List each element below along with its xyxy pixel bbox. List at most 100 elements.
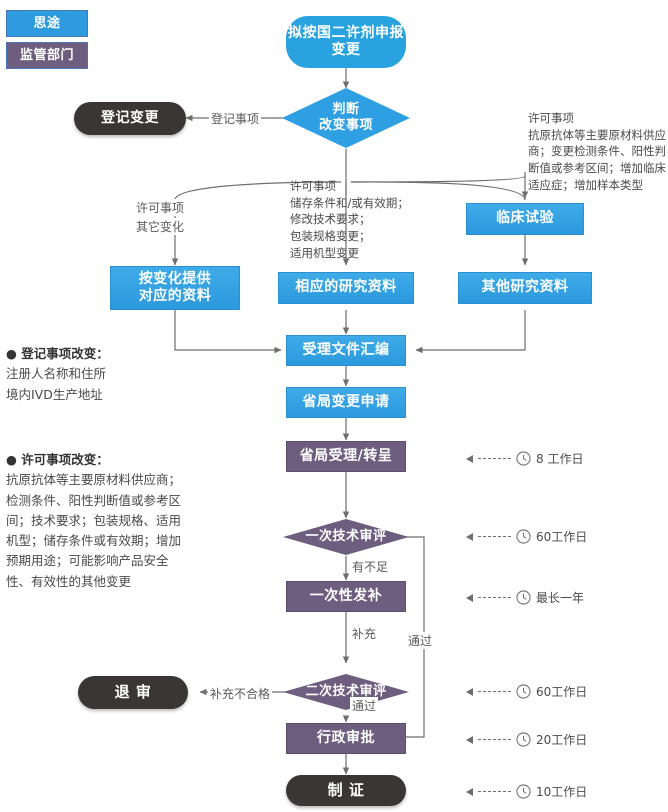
node-provincial-accept[interactable]: 省局受理/转呈 [286, 441, 406, 472]
node-second-review[interactable]: 二次技术审评 [282, 673, 410, 711]
bullet-license-line-0: 抗原抗体等主要原材料供应商； [6, 472, 182, 488]
timing-one-time-supplement: 最长一年 [466, 589, 584, 606]
note-center-license: 许可事项 储存条件和/或有效期； 修改技术要求； 包装规格变更； 适用机型变更 [290, 178, 409, 261]
bullet-license-line-4: 预期用途；可能影响产品安全 [6, 553, 169, 569]
node-issue-certificate-label: 制 证 [327, 781, 365, 800]
node-reject-label: 退 审 [114, 683, 152, 702]
timing-admin-approval: 20工作日 [466, 731, 587, 748]
node-provincial-application[interactable]: 省局变更申请 [286, 387, 406, 418]
edge-label-supplement: 补充 [350, 625, 379, 642]
edge-text: 补充不合格 [210, 687, 271, 701]
clock-icon [516, 590, 531, 605]
note-center-line-2: 包装规格变更； [290, 229, 371, 244]
arrow-left-icon [466, 735, 473, 744]
bullet-license-line-5: 性、有效性的其他变更 [6, 573, 132, 589]
note-center-line-0: 储存条件和/或有效期； [290, 195, 409, 210]
bullet-registration-line-1: 境内IVD生产地址 [6, 386, 103, 402]
node-start-label: 拟按国二许剂申报变更 [288, 24, 404, 58]
clock-icon [516, 451, 531, 466]
timing-provincial-accept: 8 工作日 [466, 450, 583, 467]
node-registration-change[interactable]: 登记变更 [74, 102, 186, 135]
legend-label-regulator: 监管部门 [19, 47, 74, 63]
note-right-line-0: 抗原抗体等主要原材料供应 [528, 127, 666, 142]
timing-label: 60工作日 [536, 685, 588, 699]
legend-item-regulator: 监管部门 [6, 42, 88, 69]
arrow-left-icon [466, 454, 473, 463]
arrow-left-icon [466, 532, 473, 541]
node-start[interactable]: 拟按国二许剂申报变更 [286, 16, 406, 68]
edge-text: 补充 [352, 627, 377, 641]
note-center-line-1: 修改技术要求； [290, 212, 371, 227]
note-right-line-3: 适应症；增加样本类型 [528, 177, 643, 192]
dashed-line [478, 596, 511, 599]
node-other-research-label: 其他研究资料 [481, 279, 569, 296]
bullet-registration-line-0: 注册人名称和住所 [6, 366, 107, 382]
legend-item-company: 思途 [6, 10, 88, 37]
bullet-head-license: ● 许可事项改变： [6, 452, 109, 467]
node-reject[interactable]: 退 审 [78, 676, 188, 709]
edge-label-registration-item: 登记事项 [209, 110, 262, 127]
bullet-license-line-2: 间；技术要求；包装规格、适用 [6, 512, 182, 528]
node-one-time-supplement-label: 一次性发补 [309, 587, 383, 604]
edge-label-pass-second: 通过 [350, 697, 379, 714]
clock-icon [516, 784, 531, 799]
clock-icon [516, 529, 531, 544]
edge-label-supplement-fail: 补充不合格 [208, 685, 273, 702]
bullet-license-line-3: 机型；储存条件或有效期；增加 [6, 533, 182, 548]
edge-label-license-left: 许可事项 [134, 199, 187, 216]
note-right-license: 许可事项 抗原抗体等主要原材料供应 商；变更检测条件、阳性判 断值或参考区间；增… [528, 110, 666, 193]
note-right-line-1: 商；变更检测条件、阳性判 [528, 144, 666, 159]
diamond-shape [282, 88, 410, 148]
timing-label: 8 工作日 [536, 452, 584, 466]
timing-issue-certificate: 10工作日 [466, 783, 587, 800]
node-doc-compilation-label: 受理文件汇编 [302, 341, 390, 358]
dashed-line [478, 690, 511, 693]
node-provincial-application-label: 省局变更申请 [302, 393, 390, 410]
node-provide-materials[interactable]: 按变化提供 对应的资料 [110, 266, 240, 310]
note-right-title: 许可事项 [528, 111, 574, 125]
arrow-left-icon [466, 787, 473, 796]
bullet-head-registration: ● 登记事项改变： [6, 346, 109, 361]
edge-text: 许可事项 [136, 201, 185, 215]
node-decision-change-label: 判断 改变事项 [318, 102, 373, 133]
dashed-line [478, 790, 511, 793]
edge-label-pass-first: 通过 [406, 632, 435, 649]
arrow-left-icon [466, 593, 473, 602]
bullet-registration-changes: ● 登记事项改变： 注册人名称和住所 境内IVD生产地址 [6, 344, 238, 405]
node-other-research[interactable]: 其他研究资料 [458, 272, 592, 304]
note-center-title: 许可事项 [290, 179, 336, 193]
clock-icon [516, 684, 531, 699]
node-one-time-supplement[interactable]: 一次性发补 [286, 581, 406, 612]
node-first-review-label: 一次技术审评 [305, 529, 387, 545]
edge-text: 其它变化 [136, 220, 185, 234]
edge-label-other-change: 其它变化 [134, 218, 187, 235]
arrow-left-icon [466, 687, 473, 696]
edge-text: 登记事项 [211, 112, 260, 126]
timing-second-review: 60工作日 [466, 683, 587, 700]
node-second-review-label: 二次技术审评 [305, 684, 387, 700]
node-provincial-accept-label: 省局受理/转呈 [299, 447, 393, 464]
note-center-line-3: 适用机型变更 [290, 245, 359, 260]
node-decision-change[interactable]: 判断 改变事项 [281, 87, 411, 149]
legend-label-company: 思途 [33, 15, 61, 31]
node-first-review[interactable]: 一次技术审评 [282, 518, 410, 556]
node-provide-materials-label: 按变化提供 对应的资料 [138, 270, 212, 304]
node-corresponding-research[interactable]: 相应的研究资料 [278, 272, 414, 304]
node-admin-approval-label: 行政审批 [317, 729, 375, 746]
timing-first-review: 60工作日 [466, 528, 587, 545]
node-admin-approval[interactable]: 行政审批 [286, 723, 406, 754]
timing-label: 最长一年 [536, 591, 585, 605]
edge-text: 通过 [352, 699, 377, 713]
timing-label: 10工作日 [536, 785, 588, 799]
edge-text: 有不足 [352, 560, 389, 574]
node-registration-change-label: 登记变更 [101, 109, 159, 126]
dashed-line [478, 738, 511, 741]
node-doc-compilation[interactable]: 受理文件汇编 [286, 335, 406, 366]
node-clinical-trial[interactable]: 临床试验 [466, 203, 584, 235]
timing-label: 20工作日 [536, 733, 588, 747]
edge-text: 通过 [408, 634, 433, 648]
node-issue-certificate[interactable]: 制 证 [286, 775, 406, 806]
clock-icon [516, 732, 531, 747]
node-clinical-trial-label: 临床试验 [496, 210, 554, 227]
